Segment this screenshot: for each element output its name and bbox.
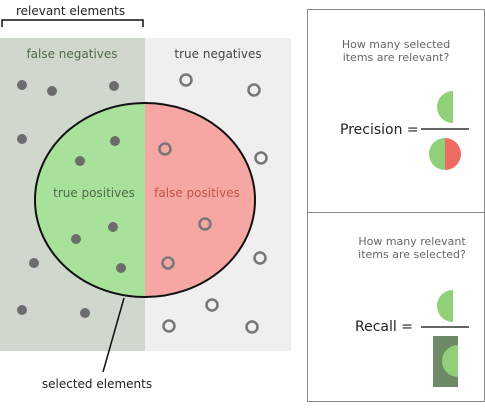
precision-question-line2: items are relevant? — [343, 51, 450, 64]
irrelevant-ring — [247, 83, 261, 97]
true-positives-label: true positives — [53, 186, 135, 200]
relevant-dot — [17, 80, 27, 90]
relevant-bracket — [1, 19, 144, 27]
relevant-dot — [29, 258, 39, 268]
recall-label: Recall = — [355, 319, 413, 335]
recall-question-line1: How many relevant — [358, 235, 466, 248]
relevant-dot — [108, 222, 118, 232]
irrelevant-ring — [179, 73, 193, 87]
relevant-dot — [116, 263, 126, 273]
recall-box: How many relevant items are selected? Re… — [307, 212, 485, 402]
relevant-dot — [71, 234, 81, 244]
relevant-dot — [17, 134, 27, 144]
precision-box-frame — [307, 9, 485, 213]
recall-denominator-half-icon — [442, 345, 458, 377]
relevant-dot — [110, 136, 120, 146]
relevant-items — [17, 80, 126, 318]
selected-circle — [34, 102, 256, 298]
irrelevant-ring — [198, 217, 212, 231]
relevant-dot — [80, 308, 90, 318]
irrelevant-ring — [253, 251, 267, 265]
precision-label: Precision = — [340, 122, 419, 138]
false-negatives-label: false negatives — [26, 47, 117, 61]
irrelevant-ring — [162, 319, 176, 333]
precision-denominator-green-half-icon — [429, 138, 445, 170]
irrelevant-ring — [254, 151, 268, 165]
relevant-dot — [17, 305, 27, 315]
relevant-dot — [75, 156, 85, 166]
relevant-elements-label: relevant elements — [16, 4, 125, 18]
recall-numerator-half-icon — [437, 290, 453, 322]
true-negatives-label: true negatives — [174, 47, 261, 61]
irrelevant-ring — [245, 320, 259, 334]
relevant-dot — [109, 81, 119, 91]
recall-question-line2: items are selected? — [358, 248, 466, 261]
precision-denominator-red-half-icon — [445, 138, 461, 170]
irrelevant-items — [158, 73, 268, 334]
false-positives-label: false positives — [154, 186, 240, 200]
irrelevant-ring — [161, 256, 175, 270]
selected-elements-label: selected elements — [42, 377, 152, 391]
irrelevant-ring — [205, 298, 219, 312]
precision-numerator-half-icon — [437, 91, 453, 123]
selected-pointer-line — [102, 297, 125, 373]
precision-box: How many selected items are relevant? Pr… — [307, 9, 485, 213]
precision-question-line1: How many selected — [342, 38, 450, 51]
relevant-dot — [47, 86, 57, 96]
irrelevant-ring — [158, 142, 172, 156]
